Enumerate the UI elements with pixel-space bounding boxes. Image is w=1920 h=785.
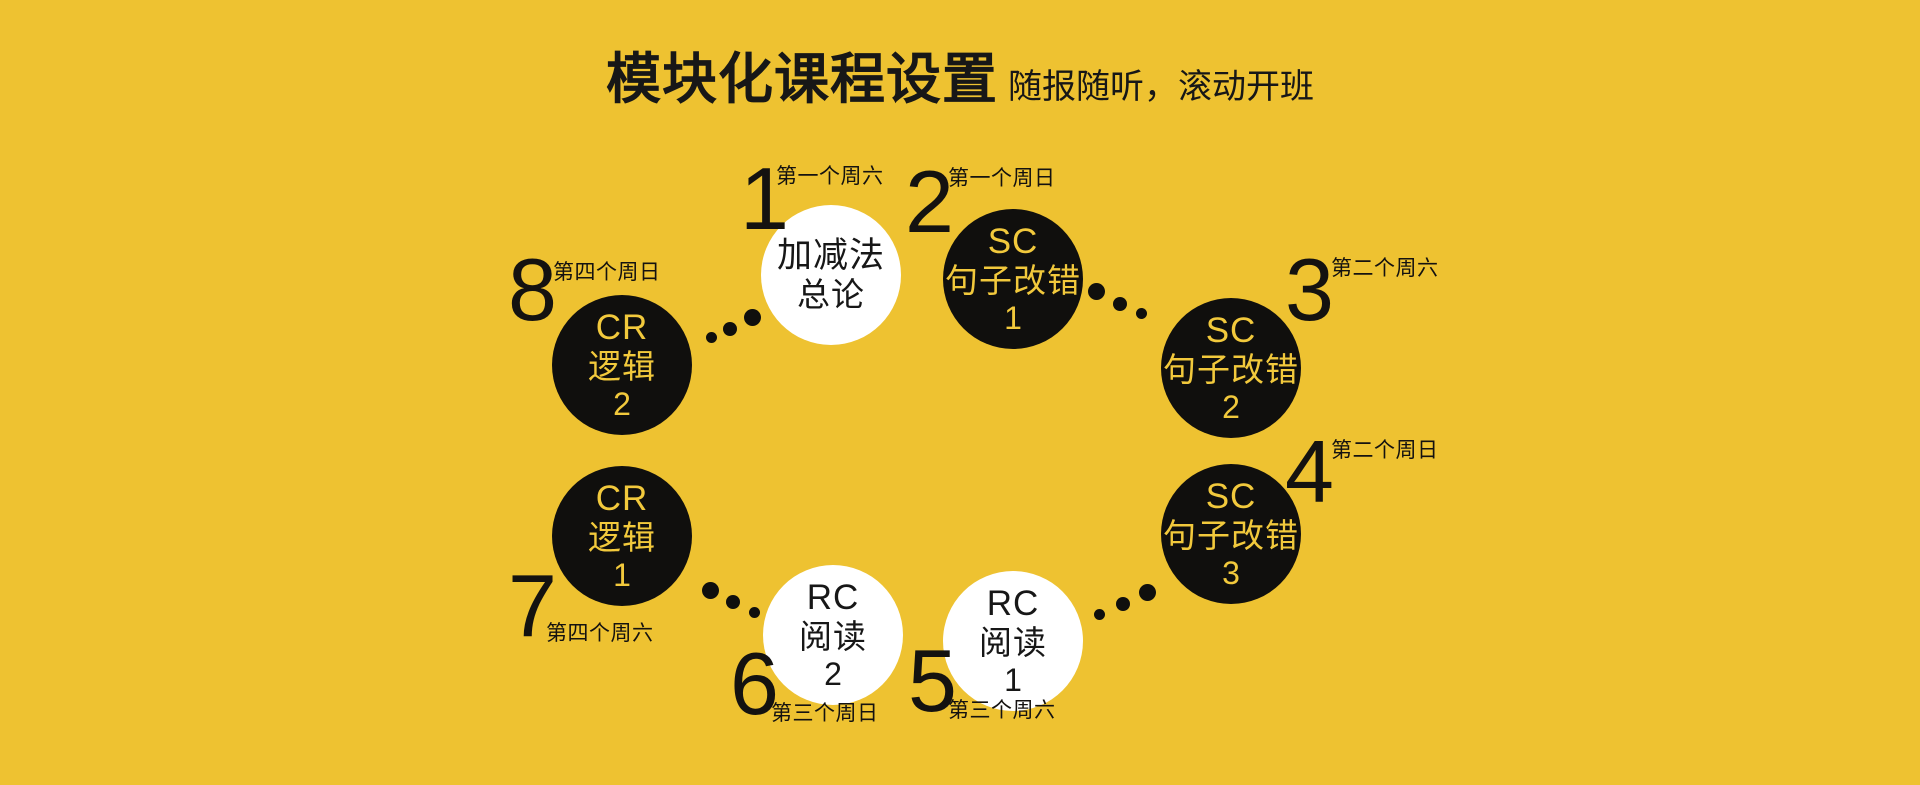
- module-number-7: 7: [508, 556, 557, 655]
- module-node-6-line3: 2: [824, 655, 842, 692]
- module-node-4-line2: 句子改错: [1163, 516, 1299, 554]
- module-node-8[interactable]: CR 逻辑 2: [552, 295, 692, 435]
- connector-dot: [744, 309, 761, 326]
- module-node-4-line3: 3: [1222, 554, 1240, 591]
- module-number-6: 6: [730, 634, 779, 733]
- module-node-6-line1: RC: [806, 578, 860, 618]
- module-node-3-line2: 句子改错: [1163, 350, 1299, 388]
- module-node-8-line2: 逻辑: [588, 347, 656, 385]
- module-node-7-line2: 逻辑: [588, 518, 656, 556]
- page-title: 模块化课程设置: [605, 48, 998, 110]
- module-node-1[interactable]: 加减法 总论: [761, 205, 901, 345]
- module-node-5-line1: RC: [986, 584, 1040, 624]
- module-node-3[interactable]: SC 句子改错 2: [1161, 298, 1301, 438]
- module-node-4-line1: SC: [1205, 477, 1257, 517]
- module-node-2-line2: 句子改错: [945, 261, 1081, 299]
- module-node-3-line3: 2: [1222, 388, 1240, 425]
- module-node-7-line3: 1: [613, 556, 631, 593]
- module-caption-7: 第四个周六: [546, 622, 654, 645]
- connector-dots-8-1: [706, 300, 776, 348]
- module-number-1: 1: [740, 149, 789, 248]
- module-number-5: 5: [908, 631, 957, 730]
- connector-dot: [706, 332, 717, 343]
- page-header: 模块化课程设置随报随听，滚动开班: [0, 34, 1920, 114]
- module-caption-1: 第一个周六: [776, 165, 884, 188]
- module-node-8-line3: 2: [613, 385, 631, 422]
- module-node-2-line1: SC: [987, 222, 1039, 262]
- module-number-4: 4: [1285, 422, 1334, 521]
- module-caption-2: 第一个周日: [948, 167, 1056, 190]
- connector-dots-2-3: [1088, 275, 1160, 327]
- module-node-2[interactable]: SC 句子改错 1: [943, 209, 1083, 349]
- module-node-4[interactable]: SC 句子改错 3: [1161, 464, 1301, 604]
- module-node-5[interactable]: RC 阅读 1: [943, 571, 1083, 711]
- module-node-5-line2: 阅读: [979, 623, 1047, 661]
- module-number-8: 8: [508, 240, 557, 339]
- connector-dot: [726, 595, 740, 609]
- module-caption-3: 第二个周六: [1331, 257, 1439, 280]
- module-number-2: 2: [905, 152, 954, 251]
- module-node-7[interactable]: CR 逻辑 1: [552, 466, 692, 606]
- connector-dot: [1116, 597, 1130, 611]
- module-node-7-line1: CR: [595, 479, 649, 519]
- module-node-8-line1: CR: [595, 308, 649, 348]
- module-caption-5: 第三个周六: [948, 699, 1056, 722]
- module-node-6-line2: 阅读: [799, 617, 867, 655]
- module-caption-6: 第三个周日: [771, 702, 879, 725]
- module-node-5-line3: 1: [1004, 661, 1022, 698]
- module-node-2-line3: 1: [1004, 299, 1022, 336]
- module-caption-8: 第四个周日: [553, 261, 661, 284]
- module-node-3-line1: SC: [1205, 311, 1257, 351]
- connector-dot: [749, 607, 760, 618]
- connector-dot: [1136, 308, 1147, 319]
- connector-dot: [1094, 609, 1105, 620]
- module-number-3: 3: [1285, 240, 1334, 339]
- connector-dot: [1088, 283, 1105, 300]
- connector-dot: [702, 582, 719, 599]
- connector-dots-7-6: [702, 573, 774, 625]
- module-node-1-line1: 加减法: [776, 236, 885, 276]
- module-node-1-line2: 总论: [797, 276, 865, 314]
- module-node-6[interactable]: RC 阅读 2: [763, 565, 903, 705]
- connector-dot: [1139, 584, 1156, 601]
- module-caption-4: 第二个周日: [1331, 439, 1439, 462]
- page-subtitle: 随报随听，滚动开班: [1008, 68, 1314, 106]
- connector-dot: [1113, 297, 1127, 311]
- connector-dots-4-5: [1090, 576, 1162, 628]
- connector-dot: [723, 322, 737, 336]
